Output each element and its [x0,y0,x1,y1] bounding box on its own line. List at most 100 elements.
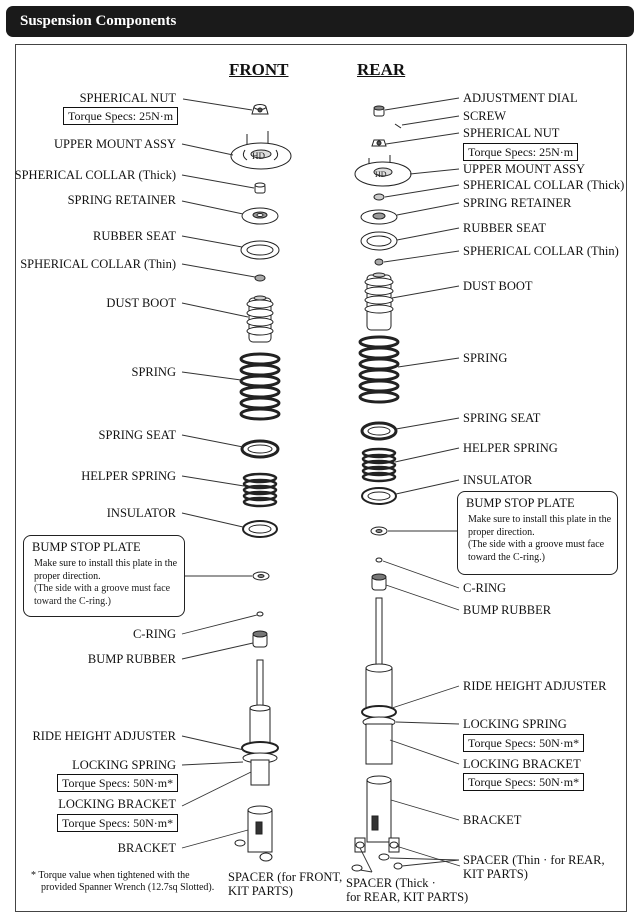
front-label-spacer: SPACER (for FRONT, KIT PARTS) [228,870,342,898]
rear-label-spacer-thick-line2: for REAR, KIT PARTS) [346,890,469,904]
front-bump-stop-plate-part [252,571,270,581]
svg-text:HD: HD [375,170,387,179]
rear-label-spacer-thick-line1: SPACER (Thick · [346,876,436,890]
rear-spring-retainer-part [360,209,398,225]
rear-note-line2: proper direction. [468,526,535,538]
rear-label-locking-bracket: LOCKING BRACKET [463,757,581,771]
front-shock-body-part [241,659,279,786]
rear-spherical-nut-part [371,139,387,147]
front-spring-retainer-part [241,207,279,225]
rear-c-ring-part [375,557,383,563]
front-label-spacer-line1: SPACER (for FRONT, [228,870,343,884]
page-title: Suspension Components [20,13,177,29]
front-dust-boot-part [246,295,274,343]
rear-torque-locking-spring: Torque Specs: 50N·m* [463,734,585,752]
front-label-bracket: BRACKET [117,841,176,855]
rear-label-spacer-thin-line1: SPACER (Thin · for REAR, [463,853,605,867]
rear-label-rubber-seat: RUBBER SEAT [463,221,547,235]
rear-helper-spring-part [361,447,397,483]
rear-label-ride-height: RIDE HEIGHT ADJUSTER [463,679,607,693]
front-insulator-part [242,520,278,538]
front-spherical-nut-part [251,104,269,115]
rear-label-collar-thin: SPHERICAL COLLAR (Thin) [463,244,619,258]
front-heading: FRONT [229,60,289,79]
front-label-spring-seat: SPRING SEAT [98,428,176,442]
footnote-line1: * Torque value when tightened with the [31,870,190,881]
front-label-ride-height: RIDE HEIGHT ADJUSTER [32,729,176,743]
front-label-helper-spring: HELPER SPRING [81,469,176,483]
front-collar-thick-part [254,182,266,194]
front-label-collar-thin: SPHERICAL COLLAR (Thin) [20,257,176,271]
rear-torque-spherical-nut: Torque Specs: 25N·m [463,143,579,161]
front-bracket-part [247,805,273,862]
rear-label-locking-spring: LOCKING SPRING [463,717,567,731]
rear-dust-boot-part [364,272,394,331]
rear-shock-body-part [361,597,397,765]
rear-label-bump-rubber: BUMP RUBBER [463,603,552,617]
front-label-spring: SPRING [131,365,176,379]
rear-bump-stop-note: BUMP STOP PLATE Make sure to install thi… [457,491,618,575]
front-c-ring-part [256,611,264,617]
front-rubber-seat-part [240,240,280,260]
rear-label-collar-thick: SPHERICAL COLLAR (Thick) [463,178,625,192]
front-label-spherical-nut: SPHERICAL NUT [79,91,176,105]
rear-label-upper-mount: UPPER MOUNT ASSY [463,162,586,176]
rear-bump-stop-plate-part [370,526,388,536]
front-label-locking-bracket: LOCKING BRACKET [58,797,176,811]
rear-collar-thin-part [374,258,384,266]
rear-label-spacer-thick: SPACER (Thick · for REAR, KIT PARTS) [346,876,468,904]
rear-note-line1: Make sure to install this plate in the [468,514,612,525]
front-note-title: BUMP STOP PLATE [32,540,141,554]
front-label-dust-boot: DUST BOOT [106,296,176,310]
rear-note-line4: toward the C-ring.) [468,551,545,563]
front-bump-rubber-part [252,630,268,648]
rear-torque-locking-bracket: Torque Specs: 50N·m* [463,773,585,791]
front-spring-seat-part [240,439,280,459]
rear-label-spring-seat: SPRING SEAT [463,411,541,425]
front-torque-locking-spring: Torque Specs: 50N·m* [57,774,179,792]
front-note-line1: Make sure to install this plate in the [34,558,178,569]
diagram-frame [15,44,627,912]
rear-bump-rubber-part [371,573,387,591]
front-label-insulator: INSULATOR [106,506,176,520]
svg-text:HD: HD [252,151,265,161]
rear-spring-part [358,335,400,404]
rear-label-screw: SCREW [463,109,507,123]
front-helper-spring-part [242,472,278,508]
front-spring-part [239,352,281,421]
rear-label-spacer-thin: SPACER (Thin · for REAR, KIT PARTS) [463,853,605,881]
front-collar-thin-part [254,274,266,282]
front-note-body-2: (The side with a groove must face toward… [34,583,170,608]
rear-label-dust-boot: DUST BOOT [463,279,533,293]
rear-label-spring: SPRING [463,351,508,365]
rear-adjustment-dial-part [373,105,385,117]
front-label-c-ring: C-RING [132,627,176,641]
front-torque-locking-bracket: Torque Specs: 50N·m* [57,814,179,832]
rear-note-body-2: (The side with a groove must face toward… [468,539,604,564]
footnote: * Torque value when tightened with the p… [31,870,214,894]
rear-spring-seat-part [360,421,398,441]
front-label-locking-spring: LOCKING SPRING [72,758,176,772]
front-label-rubber-seat: RUBBER SEAT [92,229,176,243]
front-label-spacer-line2: KIT PARTS) [228,884,293,898]
front-note-line4: toward the C-ring.) [34,595,111,607]
front-note-body: Make sure to install this plate in the p… [34,558,177,583]
front-upper-mount-part: HD [230,131,292,170]
rear-bracket-part [354,775,400,853]
front-label-bump-rubber: BUMP RUBBER [87,652,176,666]
rear-note-body: Make sure to install this plate in the p… [468,514,611,539]
rear-label-spherical-nut: SPHERICAL NUT [463,126,560,140]
rear-collar-thick-part [373,193,385,201]
rear-label-spacer-thin-line2: KIT PARTS) [463,867,528,881]
front-spacer-part [234,839,246,847]
rear-note-line3: (The side with a groove must face [468,539,605,550]
front-label-upper-mount: UPPER MOUNT ASSY [53,137,176,151]
rear-screw-part [394,123,402,129]
front-note-line2: proper direction. [34,570,101,582]
rear-label-adjustment-dial: ADJUSTMENT DIAL [463,91,578,105]
rear-note-title: BUMP STOP PLATE [466,496,575,510]
front-torque-spherical-nut: Torque Specs: 25N·m [63,107,179,125]
header-bar: Suspension Components [6,6,634,37]
footnote-line2: provided Spanner Wrench (12.7sq Slotted)… [41,882,215,893]
